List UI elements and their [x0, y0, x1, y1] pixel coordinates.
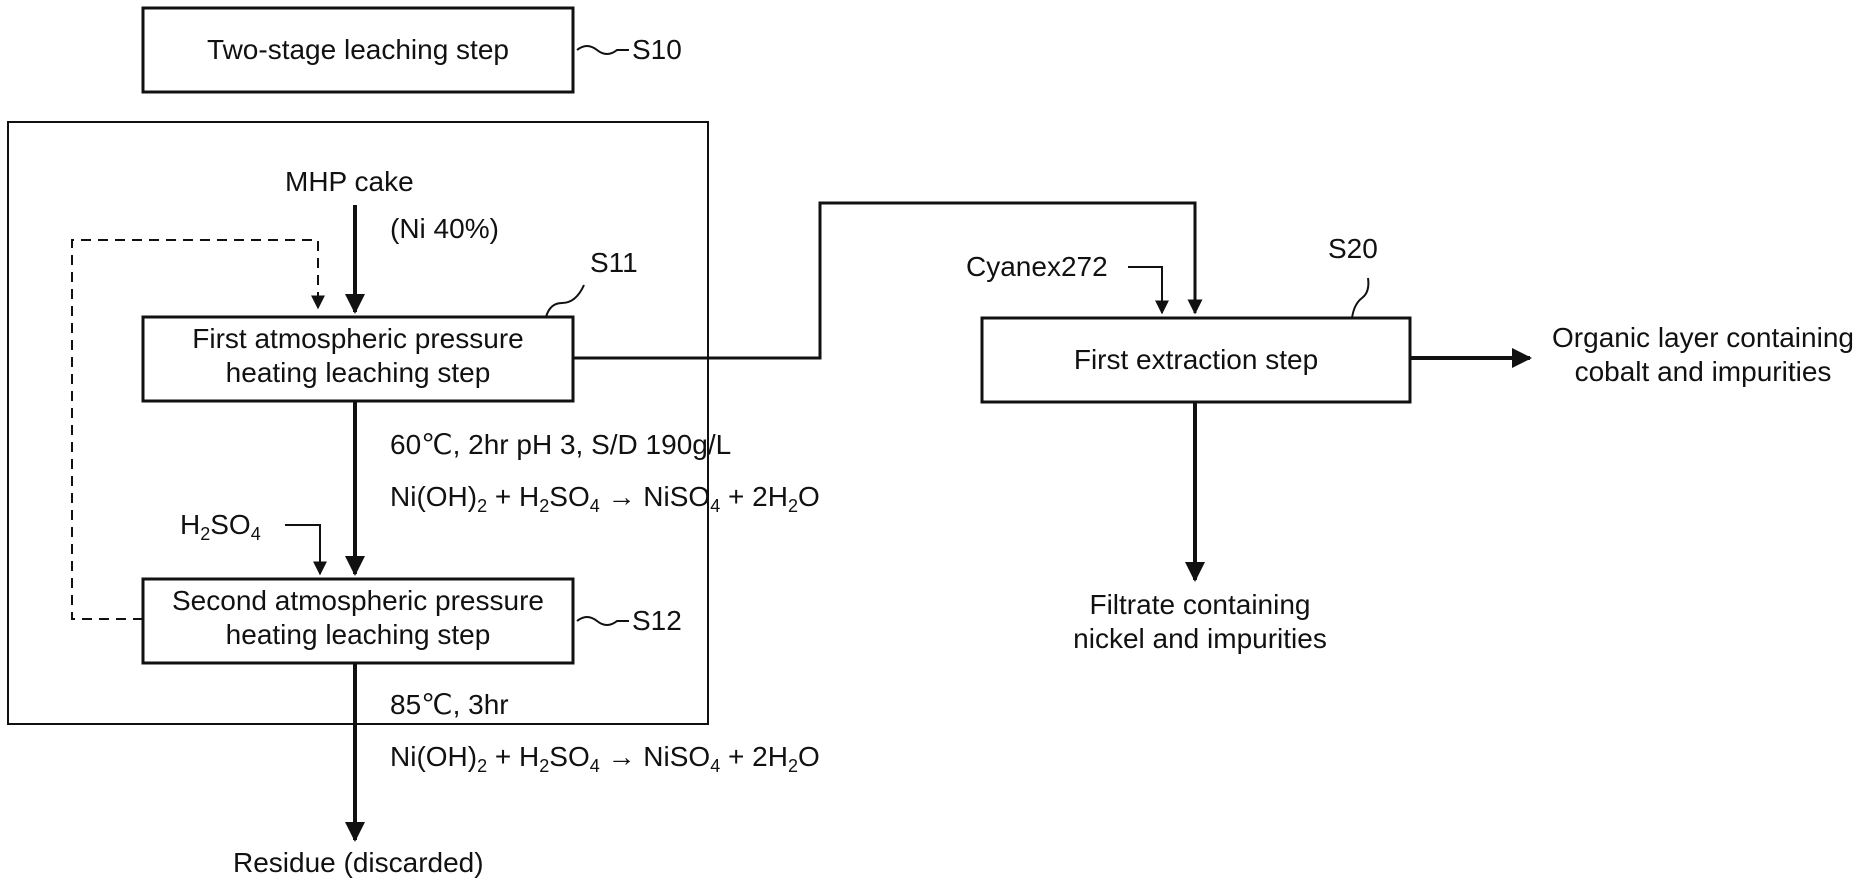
box-s10-label: Two-stage leaching step: [207, 34, 509, 65]
output-filtrate: Filtrate containing nickel and impuritie…: [1073, 589, 1327, 654]
box-s11-label: First atmospheric pressure heating leach…: [192, 323, 524, 388]
arrow-cyanex: [1128, 266, 1169, 315]
leader-s12: [576, 616, 629, 626]
input-mhp-cake: MHP cake: [285, 166, 414, 197]
stage2-conditions: 85℃, 3hr: [390, 689, 509, 720]
box-s10: [141, 6, 575, 94]
box-s20-label: First extraction step: [1073, 344, 1319, 375]
recycle-loop: [71, 239, 325, 620]
stage1-conditions: 60℃, 2hr pH 3, S/D 190g/L: [390, 429, 732, 460]
leader-s10: [576, 45, 629, 55]
stage2-reaction: Ni(OH)2 + H2SO4 → NiSO4 + 2H2O: [390, 741, 820, 776]
stage1-reaction: Ni(OH)2 + H2SO4 → NiSO4 + 2H2O: [390, 481, 820, 516]
input-cyanex: Cyanex272: [966, 251, 1108, 282]
arrow-s11-to-s20: [573, 201, 1203, 360]
ref-s20: S20: [1328, 233, 1378, 264]
box-s12-label: Second atmospheric pressure heating leac…: [172, 585, 544, 650]
input-h2so4: H2SO4: [180, 509, 261, 544]
output-residue: Residue (discarded): [233, 847, 484, 878]
ref-s12: S12: [632, 605, 682, 636]
arrow-h2so4: [285, 524, 327, 576]
box-s12: [141, 577, 575, 665]
leaching-container: [7, 121, 709, 725]
ref-s11: S11: [590, 247, 638, 278]
leader-s20: [1351, 277, 1370, 319]
ref-s10: S10: [632, 34, 682, 65]
output-organic-layer: Organic layer containing cobalt and impu…: [1552, 322, 1854, 387]
input-mhp-grade: (Ni 40%): [390, 213, 499, 244]
leader-s11: [545, 284, 585, 318]
